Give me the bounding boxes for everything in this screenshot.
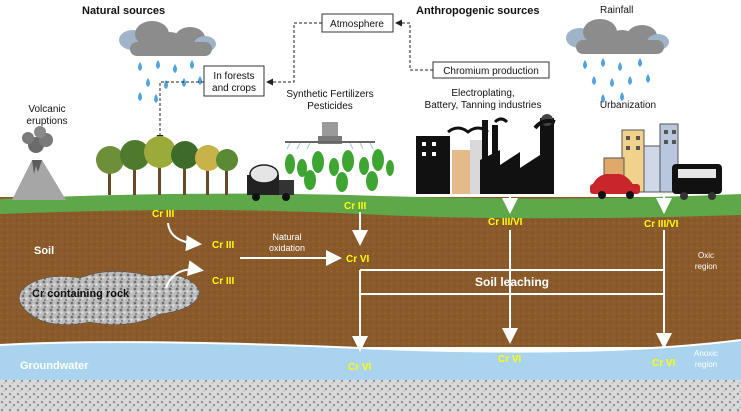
urbanization-label: Urbanization bbox=[600, 100, 656, 111]
cr6-gw-left: Cr VI bbox=[348, 362, 372, 373]
soil-label: Soil bbox=[34, 245, 54, 257]
groundwater-label: Groundwater bbox=[20, 360, 89, 372]
cr3-upper: Cr III bbox=[212, 240, 234, 251]
factory-icon bbox=[416, 114, 556, 194]
cr3-surface-mid: Cr III bbox=[344, 201, 366, 212]
forests-box bbox=[203, 65, 265, 97]
forests-label-line1: In forests bbox=[213, 71, 254, 82]
anoxic-label-line1: Anoxic bbox=[694, 349, 718, 358]
fertilizers-label-line1: Synthetic Fertilizers bbox=[286, 89, 373, 100]
flow-arrows bbox=[165, 196, 672, 352]
volcanic-label-line1: Volcanic bbox=[28, 104, 65, 115]
chromium-rock bbox=[19, 271, 201, 325]
cloud-icon-left bbox=[119, 21, 216, 56]
volcanic-label-line2: eruptions bbox=[26, 116, 67, 127]
bedrock-layer bbox=[0, 380, 741, 412]
tractor-sprayer-icon bbox=[285, 122, 375, 150]
crops-icon bbox=[285, 149, 394, 192]
industry-label-line1: Electroplating, bbox=[451, 88, 514, 99]
soil-leaching-label: Soil leaching bbox=[475, 275, 549, 289]
natural-oxidation-line1: Natural bbox=[272, 232, 301, 242]
anthropogenic-sources-heading: Anthropogenic sources bbox=[416, 5, 539, 17]
cr6-mid: Cr VI bbox=[346, 254, 370, 265]
chromium-production-label: Chromium production bbox=[443, 66, 539, 77]
natural-oxidation-line2: oxidation bbox=[269, 243, 305, 253]
forests-label-line2: and crops bbox=[212, 83, 256, 94]
fertilizers-label-line2: Pesticides bbox=[307, 101, 353, 112]
raindrops-left bbox=[138, 60, 202, 103]
cr3-surface-left: Cr III bbox=[152, 209, 174, 220]
volcano-icon bbox=[12, 126, 66, 200]
natural-sources-heading: Natural sources bbox=[82, 5, 165, 17]
oxic-label-line2: region bbox=[695, 262, 717, 271]
cr36-industry: Cr III/VI bbox=[488, 217, 523, 228]
truck-icon bbox=[247, 164, 294, 201]
atmosphere-label: Atmosphere bbox=[330, 19, 384, 30]
industry-label-line2: Battery, Tanning industries bbox=[425, 100, 542, 111]
cr36-urban: Cr III/VI bbox=[644, 219, 679, 230]
bus-icon bbox=[672, 164, 722, 200]
oxic-label-line1: Oxic bbox=[698, 251, 714, 260]
car-icon bbox=[590, 174, 640, 199]
cr3-rock: Cr III bbox=[212, 276, 234, 287]
cr6-gw-right: Cr VI bbox=[652, 358, 676, 369]
rock-label: Cr containing rock bbox=[32, 288, 130, 300]
rainfall-heading: Rainfall bbox=[600, 5, 633, 16]
cr6-gw-mid: Cr VI bbox=[498, 354, 522, 365]
groundwater-layer bbox=[0, 340, 741, 382]
anoxic-label-line2: region bbox=[695, 360, 717, 369]
raindrops-right bbox=[583, 58, 650, 103]
grass-strip bbox=[0, 193, 741, 219]
forest-icon bbox=[96, 136, 238, 195]
atmosphere-connectors bbox=[156, 19, 433, 142]
cloud-icon-right bbox=[566, 19, 669, 54]
